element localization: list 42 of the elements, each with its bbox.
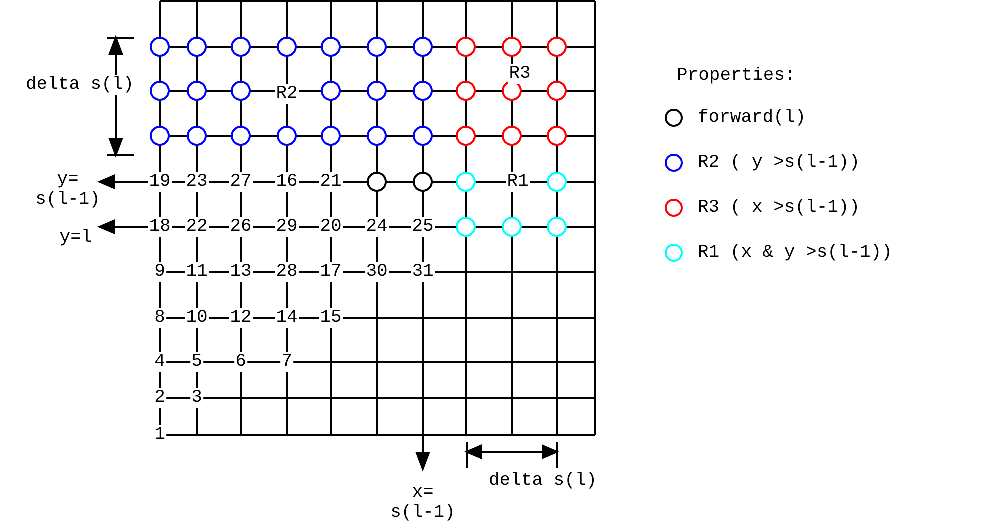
region-label: R1 xyxy=(506,172,530,192)
grid-number: 14 xyxy=(275,308,299,328)
grid-number: 8 xyxy=(154,308,166,328)
grid-number: 15 xyxy=(319,308,343,328)
region-label: R3 xyxy=(508,64,532,84)
legend-heading: Properties: xyxy=(676,66,797,86)
grid-number: 26 xyxy=(229,217,253,237)
grid-number: 3 xyxy=(190,388,204,408)
grid-number: 10 xyxy=(185,308,209,328)
grid-number: 27 xyxy=(229,172,253,192)
grid-number: 6 xyxy=(234,352,248,372)
grid-number: 16 xyxy=(275,172,299,192)
grid-number: 25 xyxy=(411,217,435,237)
grid-number: 2 xyxy=(154,388,166,408)
grid-number: 17 xyxy=(319,262,343,282)
legend-label: R1 (x & y >s(l-1)) xyxy=(698,242,892,264)
grid-number: 22 xyxy=(185,217,209,237)
grid-number: 9 xyxy=(154,262,166,282)
grid-number: 29 xyxy=(275,217,299,237)
grid-number: 18 xyxy=(148,217,172,237)
grid-number: 19 xyxy=(148,172,172,192)
dimension-label: delta s(l) xyxy=(488,471,598,491)
grid-number: 11 xyxy=(185,262,209,282)
grid-number: 30 xyxy=(365,262,389,282)
axis-label: y= s(l-1) xyxy=(34,170,102,210)
grid-number: 5 xyxy=(190,352,204,372)
axis-label: x= s(l-1) xyxy=(390,483,456,523)
grid-number: 12 xyxy=(229,308,253,328)
grid-number: 31 xyxy=(411,262,435,282)
grid-number: 7 xyxy=(280,352,294,372)
region-label: R2 xyxy=(275,84,299,104)
legend-label: R3 ( x >s(l-1)) xyxy=(698,197,860,219)
grid-number: 23 xyxy=(185,172,209,192)
grid-number: 13 xyxy=(229,262,253,282)
legend-label: R2 ( y >s(l-1)) xyxy=(698,152,860,174)
legend-label: forward(l) xyxy=(698,107,806,129)
axis-label: y=l xyxy=(58,228,94,248)
grid-number: 28 xyxy=(275,262,299,282)
grid-number: 24 xyxy=(365,217,389,237)
grid-number: 21 xyxy=(319,172,343,192)
grid-number: 4 xyxy=(154,352,166,372)
grid-number: 20 xyxy=(319,217,343,237)
